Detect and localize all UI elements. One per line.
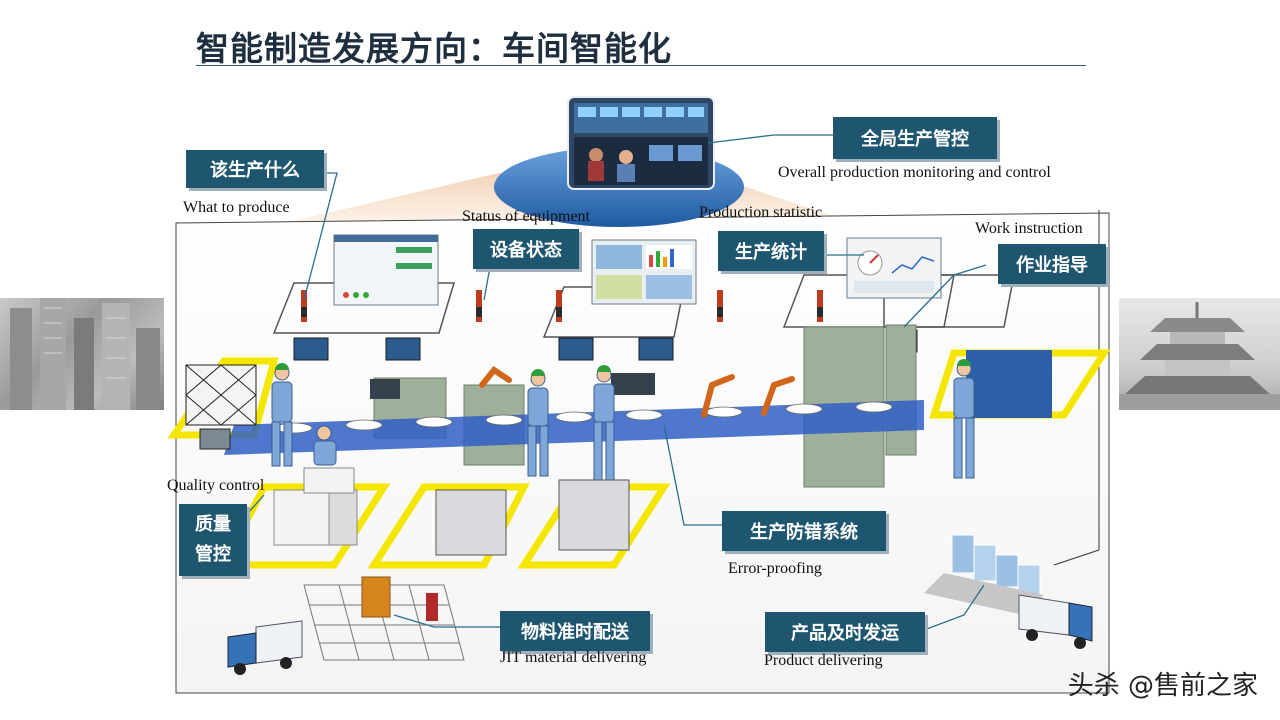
label-quality-control: 质量 管控 [179,504,247,576]
temple-of-heaven-photo [1115,298,1280,410]
label-jit-material: 物料准时配送 [500,611,650,651]
watermark: 头杀 @售前之家 [1067,671,1258,701]
finished-goods-boxes [273,467,358,546]
worker-helmets [275,359,971,376]
label-error-proofing: 生产防错系统 [722,511,886,551]
material-bins [361,576,391,618]
workers [271,361,975,481]
label-global-control: 全局生产管控 [833,117,997,159]
label-work-instruction: 作业指导 [998,244,1106,284]
callout-lines [222,134,987,631]
city-skyline-photo [0,298,165,410]
label-product-delivery: 产品及时发运 [765,612,925,652]
label-error-proofing-en: Error-proofing [728,560,822,577]
equipment-status-screen [591,239,697,305]
title-underline [196,65,1086,66]
delivery-truck-right [1018,594,1093,649]
label-production-stats-en: Production statistic [699,204,823,221]
workshop-illustration [167,96,1111,694]
label-quality-control-en: Quality control [167,477,265,494]
conveyor-parts [275,401,893,434]
label-production-stats: 生产统计 [718,231,824,271]
qc-cage [185,364,257,450]
conveyor-belt [224,400,924,455]
robot-arms [479,365,795,418]
page-title: 智能制造发展方向：车间智能化 [196,29,672,68]
label-equipment-status-en: Status of equipment [462,208,590,225]
label-what-to-produce: 该生产什么 [186,150,324,188]
warehouse-buildings [924,534,1044,615]
material-picker [426,593,438,621]
label-work-instruction-en: Work instruction [975,220,1083,237]
smart-workshop-diagram [164,95,1119,698]
label-equipment-status: 设备状态 [473,229,579,269]
label-product-delivery-en: Product delivering [764,652,883,669]
signal-towers [301,290,823,322]
delivery-truck-left [227,620,303,675]
control-cabinets [370,350,1052,418]
label-global-control-en: Overall production monitoring and contro… [778,164,1051,181]
production-stats-screen [846,237,942,299]
material-carts [435,479,630,556]
order-screen [333,234,439,306]
label-what-to-produce-en: What to produce [183,199,290,216]
label-jit-material-en: JIT material delivering [500,649,647,666]
